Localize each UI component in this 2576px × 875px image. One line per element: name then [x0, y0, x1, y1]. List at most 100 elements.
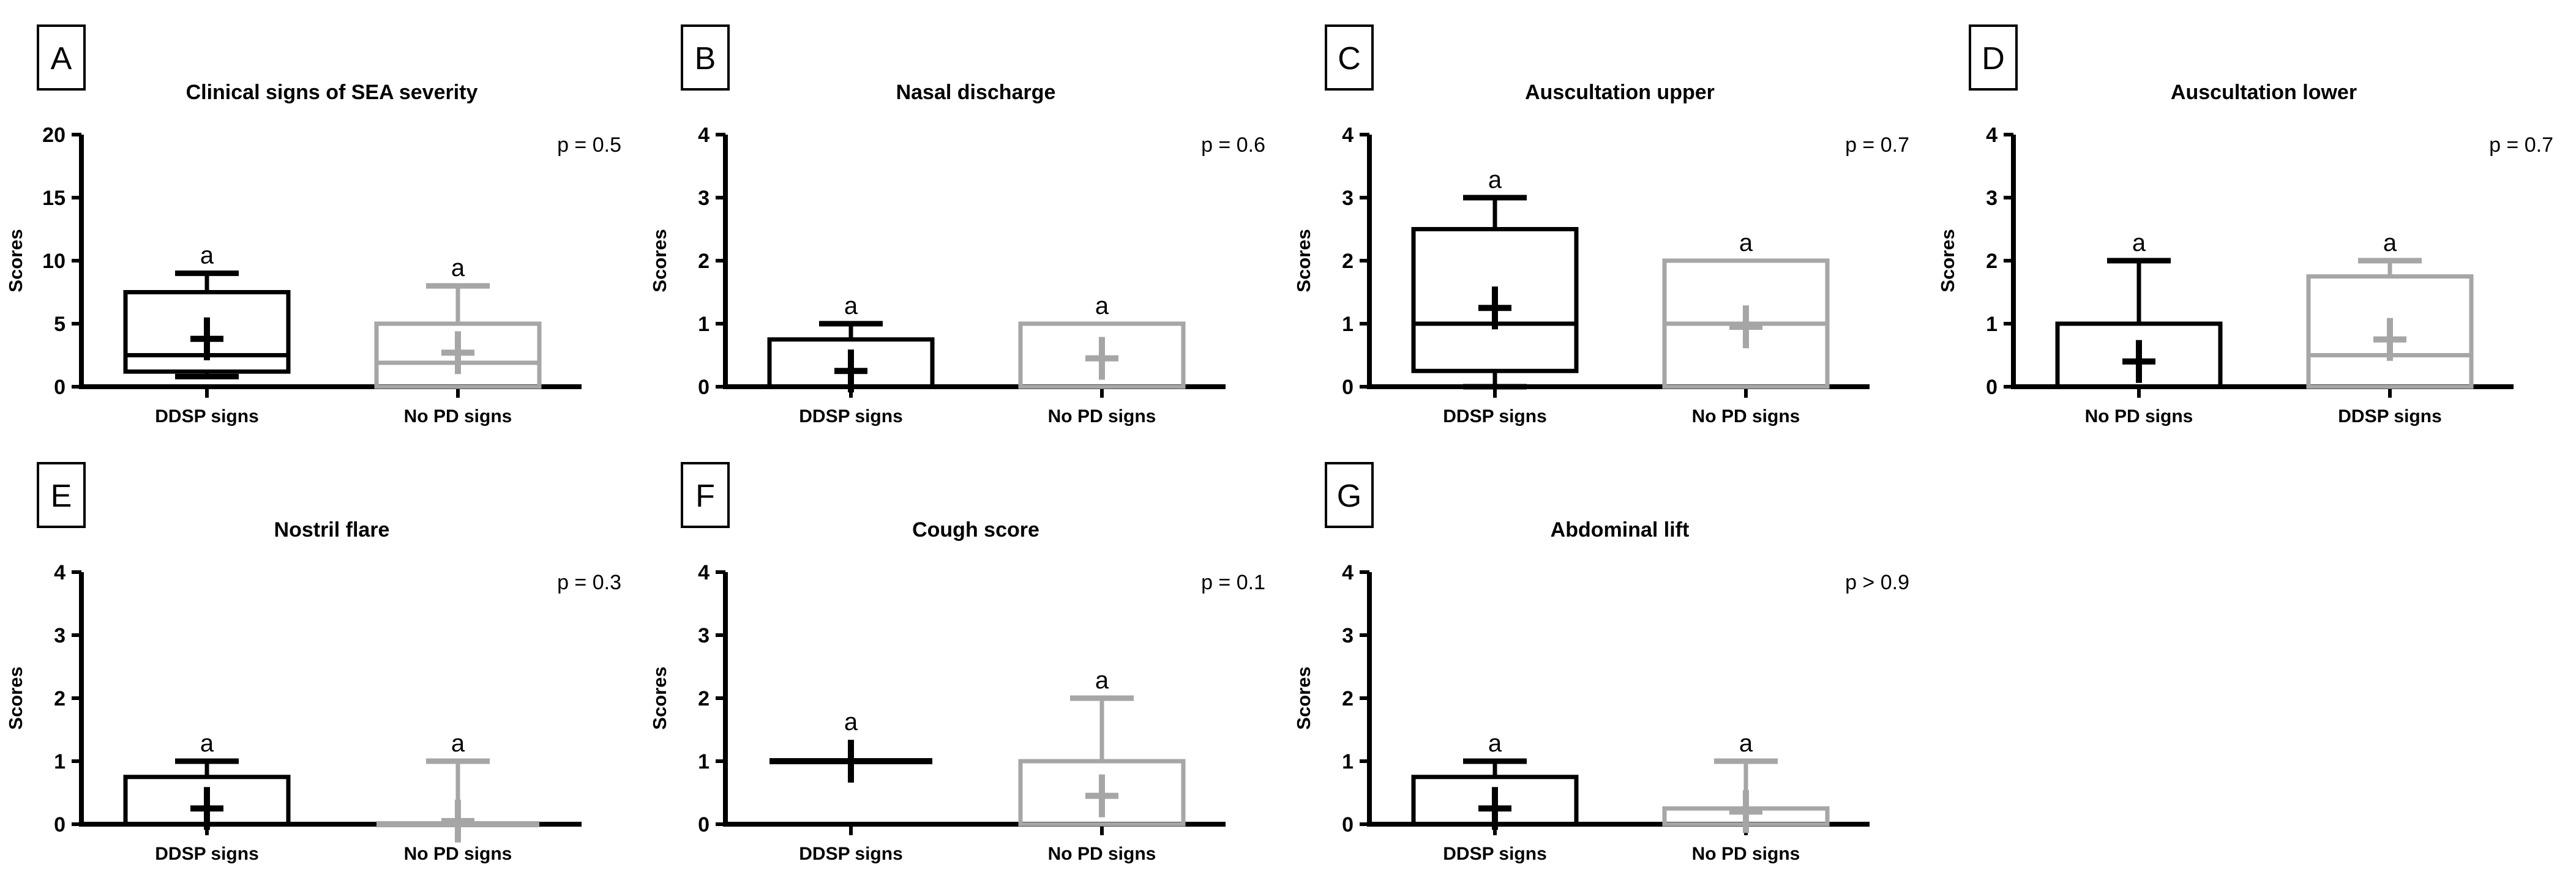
- box: [123, 290, 291, 374]
- p-value-label: p = 0.7: [1845, 133, 1909, 157]
- panel-letter-box: [37, 462, 86, 528]
- y-axis-label: Scores: [5, 666, 26, 729]
- significance-letter: a: [1488, 166, 1502, 193]
- y-tick-label: 0: [54, 813, 66, 836]
- y-tick-label: 1: [698, 750, 710, 773]
- panel-letter-box: [1325, 24, 1374, 91]
- y-tick-label: 2: [54, 687, 66, 710]
- y-tick-label: 1: [1342, 750, 1354, 773]
- y-axis-label: Scores: [1937, 229, 1958, 292]
- y-tick-label: 2: [1342, 250, 1354, 273]
- p-value-label: p = 0.7: [2489, 133, 2553, 157]
- y-tick-label: 2: [1342, 687, 1354, 710]
- panel-letter-box: [1325, 462, 1374, 528]
- box: [374, 321, 542, 389]
- y-tick-label: 0: [1342, 813, 1354, 836]
- x-category-label: No PD signs: [1048, 406, 1156, 426]
- x-category-label: No PD signs: [404, 406, 512, 426]
- y-tick-label: 2: [698, 687, 710, 710]
- y-tick-label: 1: [54, 750, 66, 773]
- y-tick-label: 2: [698, 250, 710, 273]
- x-category-label: No PD signs: [1692, 844, 1800, 864]
- significance-letter: a: [1739, 730, 1753, 757]
- y-tick-label: 1: [1986, 313, 1998, 336]
- significance-letter: a: [1488, 730, 1502, 757]
- panel-title: Auscultation lower: [2171, 81, 2357, 104]
- y-tick-label: 0: [1986, 376, 1998, 399]
- y-tick-label: 0: [1342, 376, 1354, 399]
- panel-title: Nostril flare: [274, 518, 390, 542]
- x-category-label: DDSP signs: [2338, 406, 2442, 426]
- p-value-label: p = 0.1: [1201, 571, 1265, 594]
- y-tick-label: 3: [54, 624, 66, 647]
- y-axis-label: Scores: [649, 666, 670, 729]
- y-tick-label: 5: [54, 313, 66, 336]
- significance-letter: a: [2132, 229, 2146, 256]
- x-category-label: No PD signs: [404, 844, 512, 864]
- significance-letter: a: [1095, 292, 1109, 319]
- panel-title: Auscultation upper: [1525, 81, 1715, 104]
- panel-title: Clinical signs of SEA severity: [186, 81, 478, 104]
- x-category-label: DDSP signs: [799, 844, 903, 864]
- p-value-label: p = 0.6: [1201, 133, 1265, 157]
- y-tick-label: 2: [1986, 250, 1998, 273]
- y-tick-label: 10: [42, 250, 66, 273]
- y-axis-label: Scores: [5, 229, 26, 292]
- y-tick-label: 3: [698, 187, 710, 210]
- y-tick-label: 3: [1986, 187, 1998, 210]
- significance-letter: a: [1095, 667, 1109, 694]
- panel-letter-box: [1969, 24, 2018, 91]
- panel-letter-box: [37, 24, 86, 91]
- box: [1411, 227, 1579, 373]
- significance-letter: a: [2383, 229, 2397, 256]
- panel-title: Cough score: [912, 518, 1039, 542]
- x-category-label: DDSP signs: [155, 406, 259, 426]
- significance-letter: a: [1739, 229, 1753, 256]
- x-category-label: DDSP signs: [1443, 406, 1547, 426]
- y-tick-label: 0: [698, 813, 710, 836]
- p-value-label: p = 0.5: [557, 133, 621, 157]
- y-tick-label: 20: [42, 124, 66, 147]
- y-axis-label: Scores: [1293, 229, 1314, 292]
- significance-letter: a: [451, 730, 465, 757]
- p-value-label: p = 0.3: [557, 571, 621, 594]
- box: [1018, 321, 1186, 389]
- y-tick-label: 4: [698, 561, 710, 584]
- y-axis-label: Scores: [649, 229, 670, 292]
- x-category-label: DDSP signs: [155, 844, 259, 864]
- panel-letter: C: [1338, 41, 1361, 76]
- x-category-label: No PD signs: [2085, 406, 2193, 426]
- y-axis-label: Scores: [1293, 666, 1314, 729]
- panel-letter-box: [681, 462, 730, 528]
- panel-title: Nasal discharge: [896, 81, 1056, 104]
- y-tick-label: 4: [1986, 124, 1998, 147]
- panel-letter: A: [51, 41, 72, 76]
- y-tick-label: 4: [698, 124, 710, 147]
- y-tick-label: 1: [698, 313, 710, 336]
- x-category-label: DDSP signs: [1443, 844, 1547, 864]
- significance-letter: a: [451, 255, 465, 281]
- y-tick-label: 3: [1342, 187, 1354, 210]
- panel-letter: D: [1982, 41, 2005, 76]
- y-tick-label: 4: [1342, 561, 1354, 584]
- y-tick-label: 1: [1342, 313, 1354, 336]
- significance-letter: a: [200, 242, 214, 269]
- panel-letter-box: [681, 24, 730, 91]
- box: [1018, 759, 1186, 827]
- significance-letter: a: [844, 709, 858, 735]
- x-category-label: DDSP signs: [799, 406, 903, 426]
- y-tick-label: 15: [42, 187, 66, 210]
- panel-letter: E: [51, 478, 72, 514]
- p-value-label: p > 0.9: [1845, 571, 1909, 594]
- box: [2306, 274, 2474, 389]
- box: [2055, 321, 2223, 389]
- panel-letter: F: [695, 478, 715, 514]
